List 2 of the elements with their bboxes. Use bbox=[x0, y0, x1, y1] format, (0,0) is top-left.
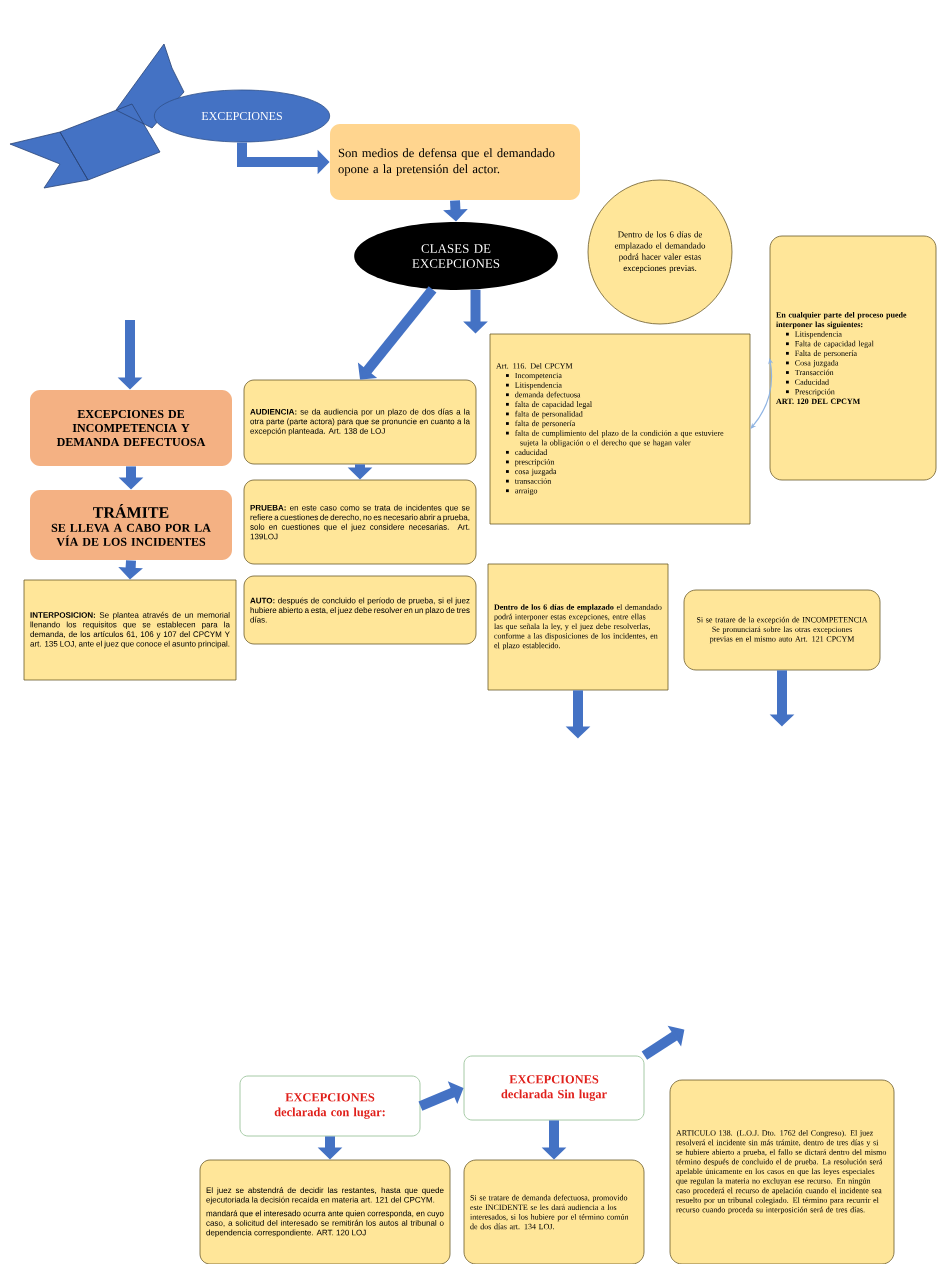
arrow bbox=[641, 1025, 685, 1060]
arrow bbox=[418, 1081, 464, 1111]
